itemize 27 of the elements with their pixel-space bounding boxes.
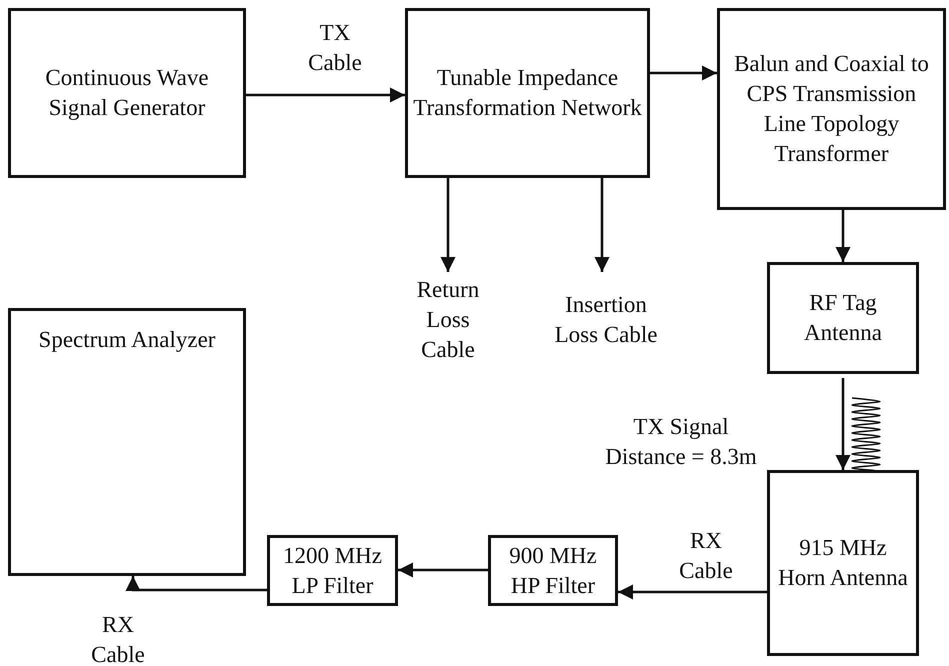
arrow [650, 66, 717, 80]
block-box [8, 308, 246, 576]
arrow [836, 210, 850, 262]
arrow [246, 88, 405, 102]
block-label: 1200 MHz LP Filter [282, 542, 384, 600]
arrow [440, 178, 456, 272]
block-box [717, 8, 946, 210]
block-box [405, 8, 650, 178]
arrow [126, 576, 267, 592]
block-label: Continuous Wave Signal Generator [44, 64, 210, 122]
block-label: 915 MHz Horn Antenna [777, 534, 909, 592]
arrow [594, 178, 610, 272]
block-box [767, 470, 919, 656]
output-label: Insertion Loss Cable [554, 291, 658, 349]
block-box [767, 262, 919, 374]
block-label: RF Tag Antenna [803, 289, 883, 347]
arrow [398, 562, 488, 578]
block-label: 900 MHz HP Filter [508, 542, 598, 600]
block-label: Tunable Impedance Transformation Network [412, 64, 643, 122]
block-label: Spectrum Analyzer [38, 326, 216, 354]
block-box [8, 8, 246, 178]
arrow [618, 584, 767, 600]
block-label: Balun and Coaxial to CPS Transmission Line Topology Transformer [733, 50, 930, 168]
block-box [488, 535, 618, 606]
block-box [267, 535, 398, 606]
arrow [836, 378, 850, 470]
output-label: Return Loss Cable [416, 276, 480, 364]
